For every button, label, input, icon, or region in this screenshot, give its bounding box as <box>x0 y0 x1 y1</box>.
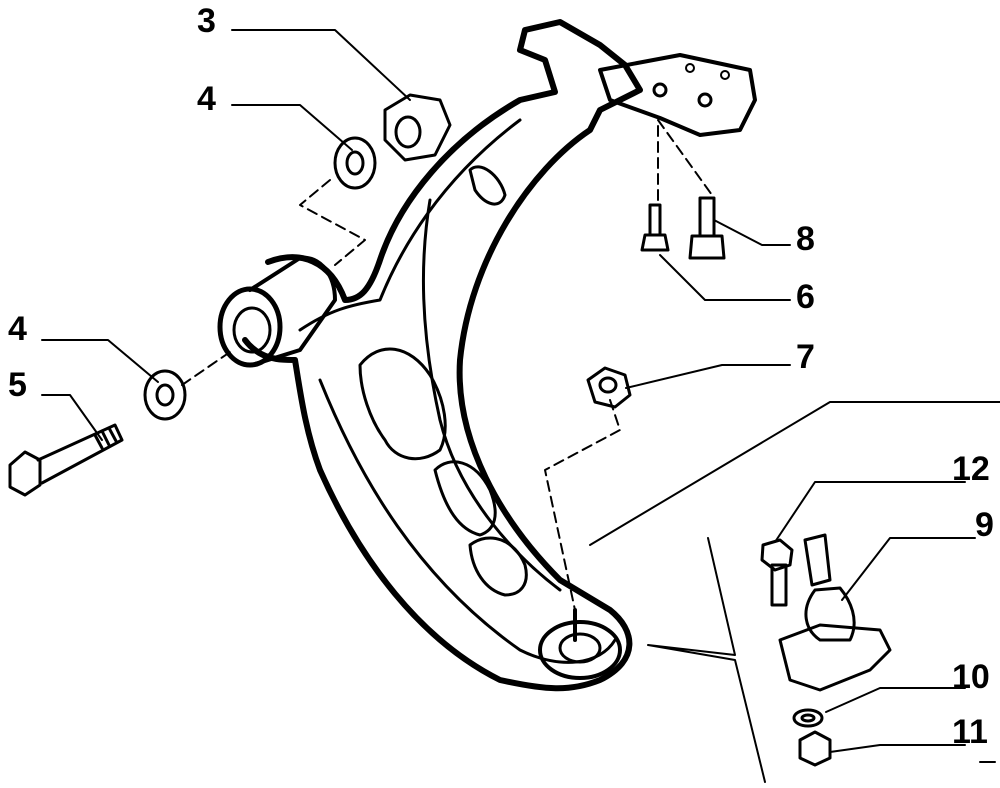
callout-3: 3 <box>197 2 216 40</box>
leader-5 <box>41 394 103 441</box>
ball-joint-9 <box>778 533 892 692</box>
leader-7 <box>625 364 791 389</box>
nut-7 <box>586 366 632 409</box>
bolt-12 <box>760 538 794 607</box>
assembly-line-bolts <box>657 119 713 201</box>
assembly-bracket <box>647 537 766 783</box>
callout-9: 9 <box>975 506 994 544</box>
assembly-line-bushing <box>299 179 366 266</box>
callout-5: 5 <box>8 366 27 404</box>
callout-6: 6 <box>796 278 815 316</box>
callout-4-top: 4 <box>197 80 216 118</box>
leader-11 <box>829 744 966 753</box>
bolt-5 <box>8 423 124 497</box>
washer-4-left <box>143 369 187 421</box>
callout-10: 10 <box>952 658 990 696</box>
leader-12 <box>774 481 966 543</box>
callout-7: 7 <box>796 338 815 376</box>
bolt-6 <box>640 203 670 252</box>
leader-9 <box>841 537 976 601</box>
assembly-line-nut7 <box>544 399 621 611</box>
leader-4-left <box>41 339 159 383</box>
callout-4-left: 4 <box>8 310 27 348</box>
assembly-line-bushing-left <box>181 351 231 386</box>
callout-12: 12 <box>952 450 990 488</box>
leader-6 <box>659 254 791 301</box>
leader-4-top <box>231 104 353 151</box>
control-arm <box>217 19 757 692</box>
washer-4-top <box>333 136 377 190</box>
nut-11 <box>798 730 832 767</box>
leader-8 <box>713 219 791 246</box>
callout-8: 8 <box>796 220 815 258</box>
hardware <box>8 93 892 767</box>
leader-lines <box>41 29 1000 783</box>
washer-10 <box>792 708 824 728</box>
callout-11: 11 <box>952 713 988 751</box>
leader-arm <box>589 401 1000 546</box>
leader-3 <box>231 29 411 101</box>
nut-3 <box>383 93 452 162</box>
leader-10 <box>825 687 966 713</box>
bolt-8 <box>688 196 726 260</box>
